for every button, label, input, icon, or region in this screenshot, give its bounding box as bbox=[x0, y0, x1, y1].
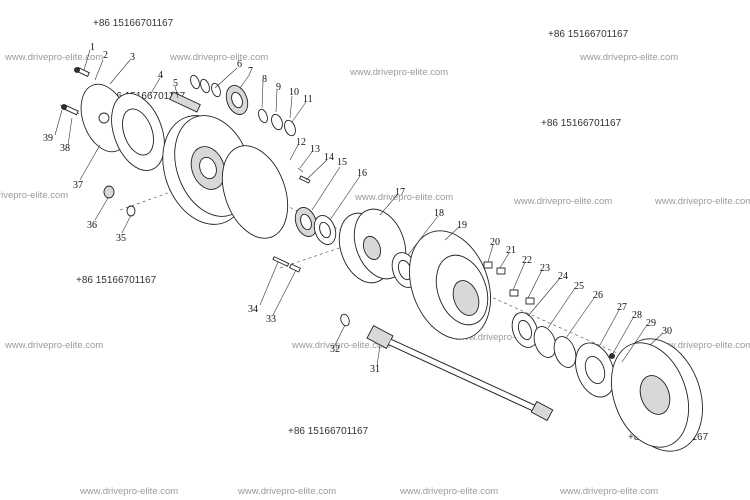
part-gasket bbox=[111, 93, 165, 171]
callout-18: 18 bbox=[434, 208, 444, 219]
callout-7: 7 bbox=[248, 66, 253, 77]
callout-19: 19 bbox=[457, 220, 467, 231]
site-watermark: www.drivepro-elite.com bbox=[559, 486, 658, 497]
site-watermark: www.drivepro-elite.com bbox=[349, 67, 448, 78]
callout-16: 16 bbox=[357, 168, 367, 179]
callout-10: 10 bbox=[289, 87, 299, 98]
part-studs bbox=[272, 256, 301, 273]
bolt-axis bbox=[279, 245, 346, 269]
leader-lines bbox=[54, 49, 664, 367]
part-bearing-mid bbox=[313, 215, 337, 245]
callout-27: 27 bbox=[617, 302, 627, 313]
callout-8: 8 bbox=[262, 74, 267, 85]
site-watermark: www.drivepro-elite.com bbox=[4, 52, 103, 63]
site-watermark: www.drivepro-elite.com bbox=[654, 340, 750, 351]
part-bearing-24 bbox=[511, 312, 539, 348]
callout-20: 20 bbox=[490, 237, 500, 248]
callout-17: 17 bbox=[395, 187, 405, 198]
callout-13: 13 bbox=[310, 144, 320, 155]
site-watermark: www.drivepro-elite.com bbox=[454, 332, 553, 343]
part-seal-rings bbox=[533, 326, 577, 368]
site-watermark: www.drivepro-elite.com bbox=[291, 340, 390, 351]
site-watermark: www.drivepro-elite.com bbox=[513, 196, 612, 207]
part-gear-mid bbox=[294, 207, 318, 237]
callout-3: 3 bbox=[130, 52, 135, 63]
callout-14: 14 bbox=[324, 152, 334, 163]
callout-35: 35 bbox=[116, 233, 126, 244]
callout-33: 33 bbox=[266, 314, 276, 325]
part-bolt-top bbox=[74, 67, 90, 77]
callout-34: 34 bbox=[248, 304, 258, 315]
callout-30: 30 bbox=[662, 326, 672, 337]
callout-38: 38 bbox=[60, 143, 70, 154]
callout-2: 2 bbox=[103, 50, 108, 61]
part-brake-disc bbox=[611, 338, 703, 452]
site-watermark: www.drivepro-elite.com bbox=[354, 192, 453, 203]
callout-25: 25 bbox=[574, 281, 584, 292]
part-small-shaft bbox=[169, 91, 201, 113]
part-pins bbox=[297, 167, 311, 184]
callout-23: 23 bbox=[540, 263, 550, 274]
part-flange bbox=[575, 342, 615, 398]
part-large-oring bbox=[221, 145, 289, 239]
phone-watermark: +86 15166701167 bbox=[288, 426, 369, 437]
callout-26: 26 bbox=[593, 290, 603, 301]
callout-29: 29 bbox=[646, 318, 656, 329]
callout-5: 5 bbox=[173, 78, 178, 89]
callout-4: 4 bbox=[158, 70, 163, 81]
phone-watermark: +86 15166701167 bbox=[541, 118, 622, 129]
parts bbox=[61, 67, 703, 452]
part-small-items-left bbox=[103, 185, 136, 217]
callout-9: 9 bbox=[276, 82, 281, 93]
callout-22: 22 bbox=[522, 255, 532, 266]
part-screw-left bbox=[61, 104, 79, 116]
phone-watermark: +86 15166701167 bbox=[548, 29, 629, 40]
callout-1: 1 bbox=[90, 42, 95, 53]
callout-36: 36 bbox=[87, 220, 97, 231]
phone-watermark: +86 15166701167 bbox=[93, 18, 174, 29]
part-gear-upper bbox=[225, 85, 249, 115]
callout-6: 6 bbox=[237, 59, 242, 70]
callout-12: 12 bbox=[296, 137, 306, 148]
part-bolts-right bbox=[483, 261, 535, 305]
site-watermark: www.drivepro-elite.com bbox=[169, 52, 268, 63]
callout-32: 32 bbox=[330, 344, 340, 355]
site-watermark: www.drivepro-elite.com bbox=[4, 340, 103, 351]
site-watermark: www.drivepro-elite.com bbox=[399, 486, 498, 497]
site-watermark: www.drivepro-elite.com bbox=[579, 52, 678, 63]
callout-39: 39 bbox=[43, 133, 53, 144]
site-watermark: www.drivepro-elite.com bbox=[79, 486, 178, 497]
part-small-ring bbox=[340, 313, 350, 327]
phone-watermark: +86 15166701167 bbox=[105, 91, 186, 102]
callout-24: 24 bbox=[558, 271, 568, 282]
part-long-shaft bbox=[366, 325, 554, 422]
callout-11: 11 bbox=[303, 94, 313, 105]
callout-15: 15 bbox=[337, 157, 347, 168]
callout-28: 28 bbox=[632, 310, 642, 321]
part-rings-upper bbox=[190, 74, 296, 137]
callout-21: 21 bbox=[506, 245, 516, 256]
site-watermark: www.drivepro-elite.com bbox=[654, 196, 750, 207]
part-hub bbox=[409, 230, 491, 340]
site-watermark: www.drivepro-elite.com bbox=[237, 486, 336, 497]
phone-watermark: +86 15166701167 bbox=[76, 275, 157, 286]
callout-numbers: 1 2 3 4 5 6 7 8 9 10 11 12 13 14 15 16 1… bbox=[43, 42, 672, 375]
site-watermark: www.drivepro-elite.com bbox=[0, 190, 68, 201]
callout-31: 31 bbox=[370, 364, 380, 375]
callout-37: 37 bbox=[73, 180, 83, 191]
